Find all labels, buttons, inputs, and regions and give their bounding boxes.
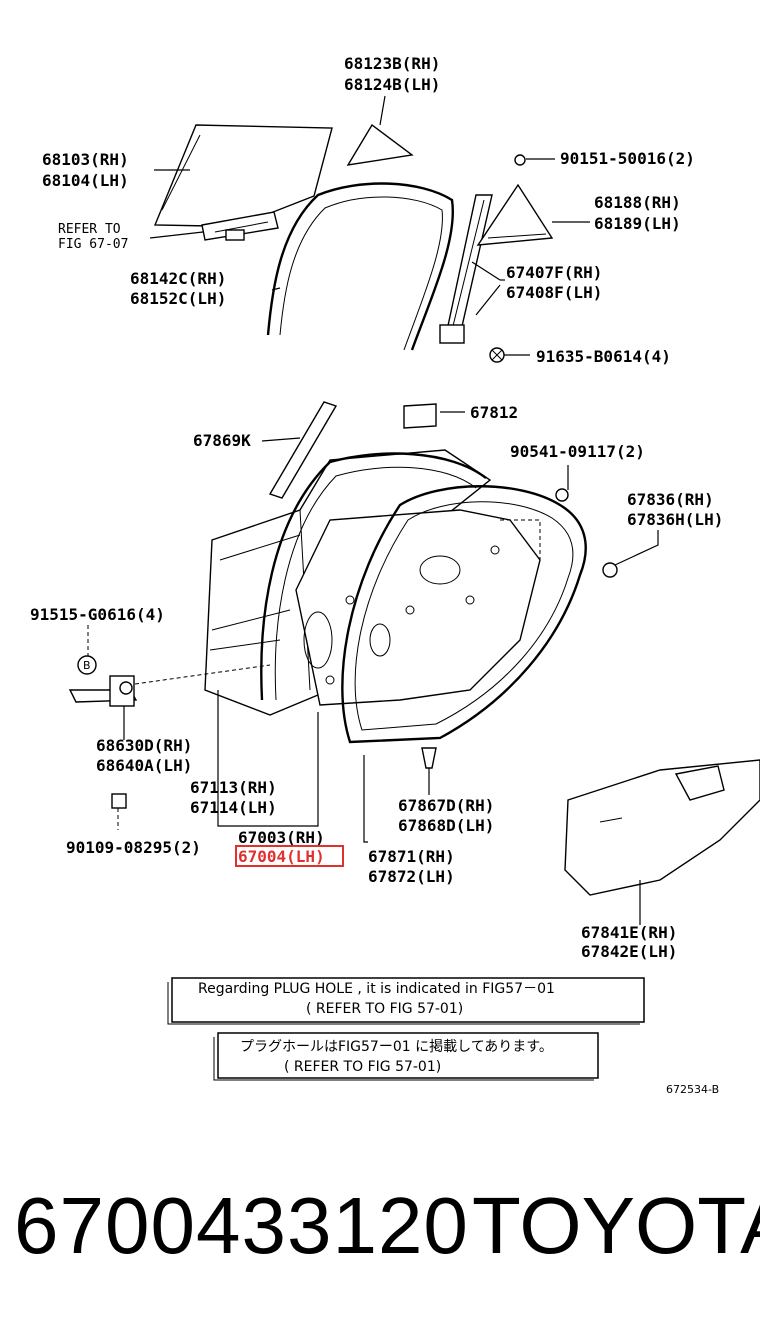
- label-67812: 67812: [470, 403, 518, 422]
- quarter-glass-68123: [346, 123, 414, 166]
- note-en-line1: Regarding PLUG HOLE , it is indicated in…: [198, 981, 555, 997]
- clip-67836: [602, 562, 618, 578]
- label-90109: 90109-08295(2): [66, 838, 201, 857]
- label-91515: 91515-G0616(4): [30, 605, 165, 624]
- note-box-english: Regarding PLUG HOLE , it is indicated in…: [167, 977, 645, 1025]
- label-67871: 67871(RH): [368, 847, 455, 866]
- run-channel-68142c: [266, 182, 455, 351]
- label-67113: 67113(RH): [190, 778, 277, 797]
- label-68189: 68189(LH): [594, 214, 681, 233]
- note-jp-line1: プラグホールはFIG57ー01 に掲載してあります。: [240, 1039, 553, 1055]
- label-90541: 90541-09117(2): [510, 442, 645, 461]
- label-67869k: 67869K: [193, 431, 251, 450]
- label-68104: 68104(LH): [42, 171, 129, 190]
- door-sash: [260, 452, 487, 701]
- label-67408f: 67408F(LH): [506, 283, 602, 302]
- label-68124b: 68124B(LH): [344, 75, 440, 94]
- division-bar-67407f: [439, 194, 493, 344]
- callout-b: B: [77, 655, 97, 675]
- label-67867d: 67867D(RH): [398, 796, 494, 815]
- label-68630d: 68630D(RH): [96, 736, 192, 755]
- door-glass-68103: [153, 124, 333, 227]
- clip-90541: [555, 488, 569, 502]
- note-en-line2: ( REFER TO FIG 57-01): [306, 1001, 463, 1017]
- label-68640a: 68640A(LH): [96, 756, 192, 775]
- weatherstrip-67871: [341, 485, 587, 744]
- figure-code: 672534-B: [666, 1083, 719, 1096]
- brand-name: TOYOTA: [472, 1181, 760, 1270]
- plug-67812: [403, 403, 437, 429]
- screw-91635: [489, 347, 505, 363]
- bolt-90109: [111, 793, 127, 809]
- label-68123b: 68123B(RH): [344, 54, 440, 73]
- label-68142c: 68142C(RH): [130, 269, 226, 288]
- label-67407f: 67407F(RH): [506, 263, 602, 282]
- label-67003: 67003(RH): [238, 828, 325, 847]
- glass-channel-bracket: [201, 211, 279, 241]
- label-68188: 68188(RH): [594, 193, 681, 212]
- label-67872: 67872(LH): [368, 867, 455, 886]
- label-fig-67-07: FIG 67-07: [58, 237, 128, 252]
- part-number: 6700433120: [14, 1181, 469, 1270]
- label-91635: 91635-B0614(4): [536, 347, 671, 366]
- note-box-japanese: プラグホールはFIG57ー01 に掲載してあります。 ( REFER TO FI…: [213, 1032, 599, 1081]
- label-67841e: 67841E(RH): [581, 923, 677, 942]
- inner-panel: [295, 509, 541, 706]
- parts-diagram: B 68123B(RH) 68124B(LH) 68103(RH) 68104(…: [30, 54, 760, 1096]
- label-67842e: 67842E(LH): [581, 942, 677, 961]
- label-90151: 90151-50016(2): [560, 149, 695, 168]
- label-68103: 68103(RH): [42, 150, 129, 169]
- label-67836h: 67836H(LH): [627, 510, 723, 529]
- screw-90151: [514, 154, 526, 166]
- label-68152c: 68152C(LH): [130, 289, 226, 308]
- quarter-glass-68188: [476, 183, 554, 246]
- label-67114: 67114(LH): [190, 798, 277, 817]
- callout-b-label: B: [83, 659, 91, 672]
- door-check-68630: [68, 675, 138, 707]
- footer: 6700433120 TOYOTA: [0, 1180, 760, 1290]
- label-67004-highlighted[interactable]: 67004(LH): [238, 847, 325, 866]
- clip-67867: [421, 747, 437, 769]
- trim-panel-67841e: [564, 759, 760, 896]
- note-jp-line2: ( REFER TO FIG 57-01): [284, 1059, 441, 1075]
- label-refer-to: REFER TO: [58, 222, 121, 237]
- highlight-box: [235, 845, 344, 867]
- weatherstrip-67869k: [268, 401, 338, 499]
- label-67868d: 67868D(LH): [398, 816, 494, 835]
- label-67836: 67836(RH): [627, 490, 714, 509]
